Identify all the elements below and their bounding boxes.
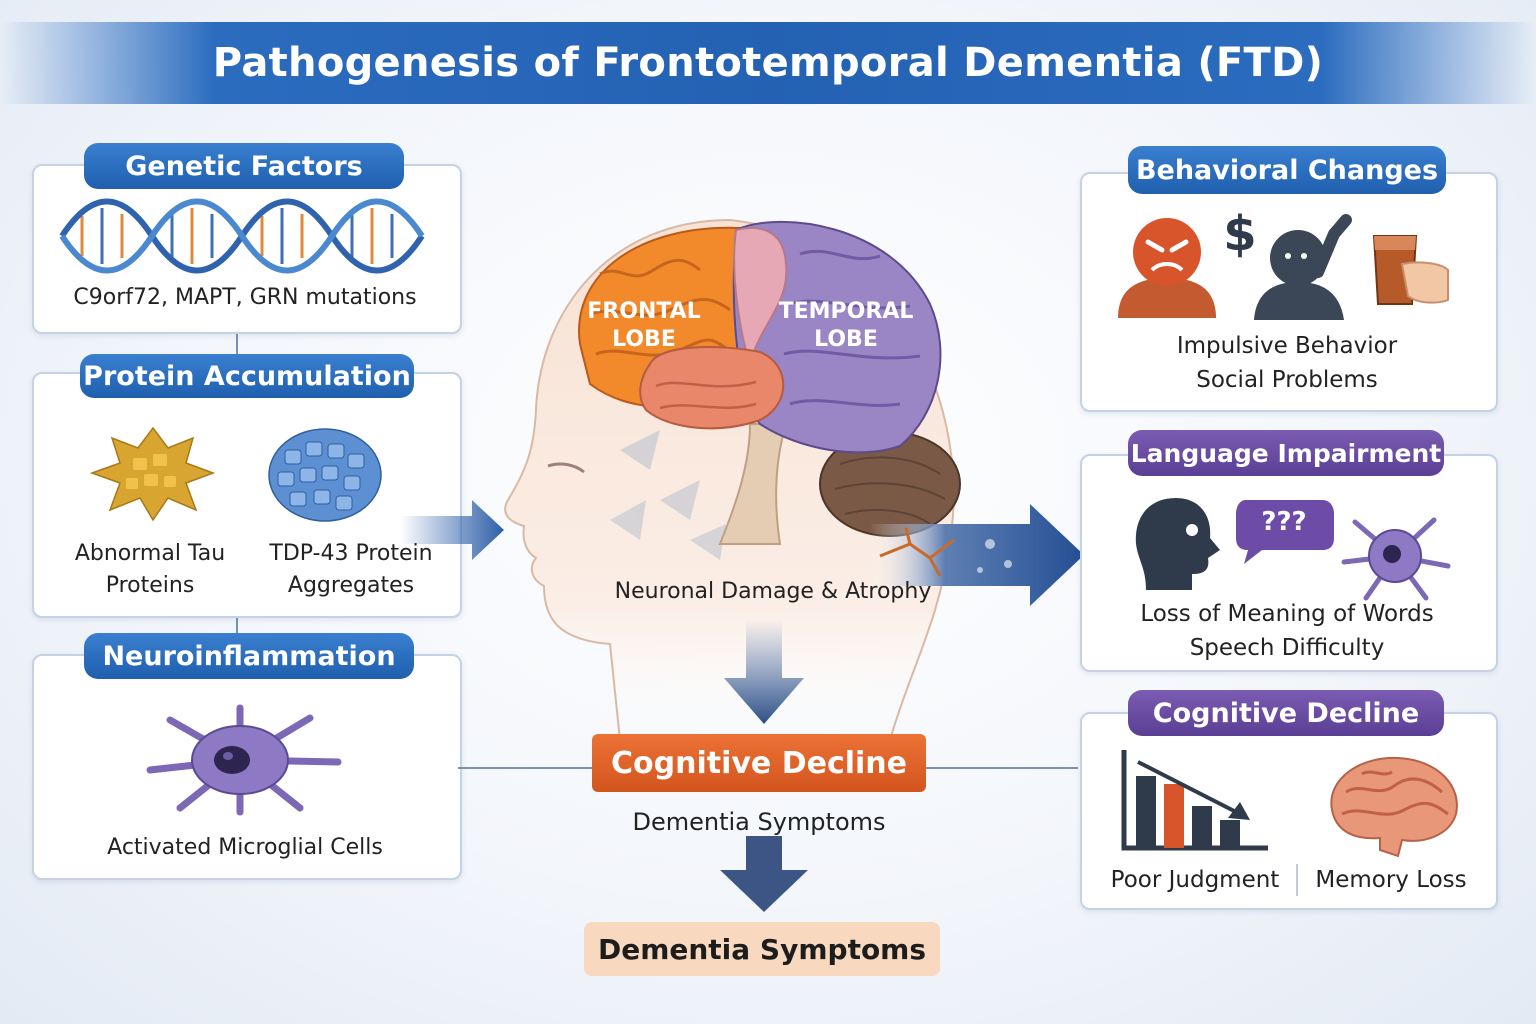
temporal-lobe-label-line1: TEMPORAL [778,299,914,324]
temporal-lobe-label-line2: LOBE [814,327,878,352]
neuroinflammation-text: Activated Microglial Cells [107,835,383,860]
microglial-cell-icon [146,704,342,816]
tau-label-line2: Proteins [105,573,195,598]
brain-illustration [578,220,961,545]
frontal-lobe-label-line1: FRONTAL [587,299,701,324]
poor-judgment-label: Poor Judgment [1110,867,1280,893]
speaking-head-icon [1135,498,1220,590]
angry-person-icon [1118,218,1216,318]
behavioral-changes-heading: Behavioral Changes [1128,146,1446,194]
neuroinflammation-heading: Neuroinflammation [84,633,414,679]
neuronal-damage-label: Neuronal Damage & Atrophy [614,579,932,604]
distressed-person-icon [1254,214,1352,320]
language-line2: Speech Difficulty [1189,635,1385,661]
cognitive-decline-heading: Cognitive Decline [1128,690,1444,736]
behavioral-line2: Social Problems [1196,367,1378,393]
protein-accumulation-panel [32,372,462,618]
dollar-sign-icon: $ [1223,206,1257,262]
declining-bar-chart-icon [1121,750,1268,851]
dementia-symptoms-subtext: Dementia Symptoms [632,808,886,836]
cognitive-decline-center-box: Cognitive Decline [592,734,926,792]
speech-bubble-text: ??? [1261,507,1307,537]
damaged-neuron-icon [1341,517,1451,601]
memory-loss-label: Memory Loss [1315,867,1467,893]
language-line1: Loss of Meaning of Words [1140,601,1434,627]
tau-label-line1: Abnormal Tau [74,541,226,566]
cognitive-divider [1296,864,1298,896]
behavioral-line1: Impulsive Behavior [1176,333,1398,359]
title-banner: Pathogenesis of Frontotemporal Dementia … [0,22,1536,104]
brain-icon [1330,756,1458,858]
dna-icon [59,198,425,274]
alcohol-drink-icon [1372,235,1449,305]
tdp43-label-line1: TDP-43 Protein [269,541,433,566]
genetic-factors-panel [32,164,462,334]
protein-accumulation-heading: Protein Accumulation [80,354,414,398]
speech-bubble-icon [1236,500,1334,564]
tau-protein-icon [89,426,216,522]
page-title: Pathogenesis of Frontotemporal Dementia … [212,40,1324,86]
down-arrow-upper [724,620,804,724]
right-arrow-left [400,500,504,560]
genetic-factors-heading: Genetic Factors [84,143,404,189]
tdp43-label-line2: Aggregates [287,573,415,598]
right-arrow-right [870,504,1084,606]
language-impairment-heading: Language Impairment [1128,430,1444,476]
frontal-lobe-label-line2: LOBE [612,327,676,352]
dementia-symptoms-box: Dementia Symptoms [584,922,940,976]
genetic-factors-text: C9orf72, MAPT, GRN mutations [73,285,417,310]
tdp43-aggregate-icon [268,428,382,522]
down-arrow-lower [720,836,808,912]
